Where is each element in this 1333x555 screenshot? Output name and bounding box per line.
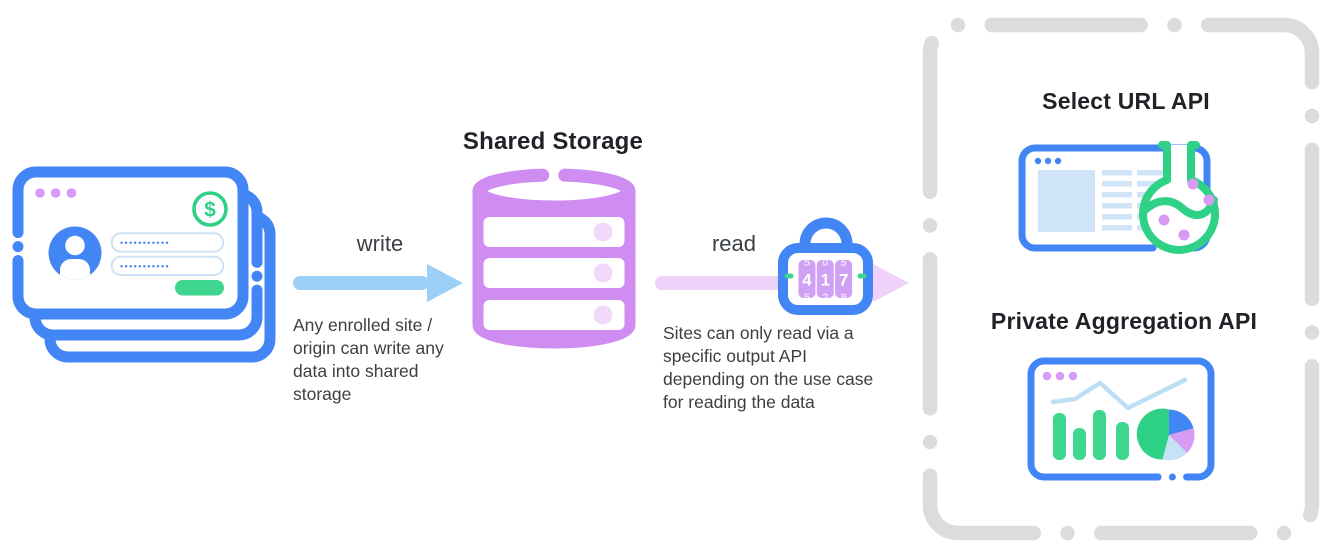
- svg-text:2: 2: [822, 292, 828, 304]
- svg-text:•••••••••••: •••••••••••: [120, 261, 170, 271]
- svg-text:1: 1: [821, 271, 830, 290]
- select-url-api-title: Select URL API: [1042, 88, 1210, 114]
- read-label: read: [711, 231, 757, 256]
- login-window-stack-icon: $ ••••••••••• •••••••••••: [12, 166, 276, 363]
- svg-text:0: 0: [822, 257, 828, 269]
- lock-icon: 5 0 5 5 2 9 4 1 7: [778, 217, 873, 315]
- write-arrow-icon: [293, 264, 463, 302]
- select-url-api-icon: [1018, 141, 1219, 254]
- svg-text:7: 7: [839, 271, 848, 290]
- read-description: Sites can only read via a specific outpu…: [663, 323, 874, 412]
- svg-text:•••••••••••: •••••••••••: [120, 238, 170, 248]
- bar-chart: [1053, 410, 1129, 460]
- flask-icon: [1139, 141, 1219, 254]
- submit-button[interactable]: [175, 280, 224, 296]
- private-aggregation-api-icon: [1027, 357, 1215, 481]
- password-field[interactable]: •••••••••••: [110, 232, 225, 253]
- output-api-boundary: [922, 17, 1320, 541]
- svg-text:5: 5: [804, 257, 810, 269]
- database-icon: [472, 168, 636, 349]
- svg-text:4: 4: [802, 271, 812, 290]
- svg-text:5: 5: [841, 257, 847, 269]
- browser-window-dots: [1034, 157, 1062, 165]
- avatar-icon: [48, 226, 102, 280]
- dollar-icon: $: [192, 191, 228, 227]
- svg-text:9: 9: [841, 292, 847, 304]
- shared-storage-title: Shared Storage: [462, 128, 644, 155]
- content-block: [1038, 170, 1095, 232]
- password-field-2[interactable]: •••••••••••: [110, 255, 225, 276]
- write-label: write: [356, 231, 404, 256]
- lock-dial: 5 0 5 5 2 9 4 1 7: [784, 257, 867, 304]
- write-description: Any enrolled site / origin can write any…: [293, 315, 444, 404]
- window-controls-dots: [35, 188, 77, 198]
- svg-text:5: 5: [804, 292, 810, 304]
- svg-text:$: $: [204, 199, 216, 222]
- dashboard-window-dots: [1042, 371, 1078, 381]
- line-chart: [1050, 377, 1188, 411]
- private-aggregation-api-title: Private Aggregation API: [990, 308, 1258, 334]
- pie-chart: [1136, 408, 1195, 461]
